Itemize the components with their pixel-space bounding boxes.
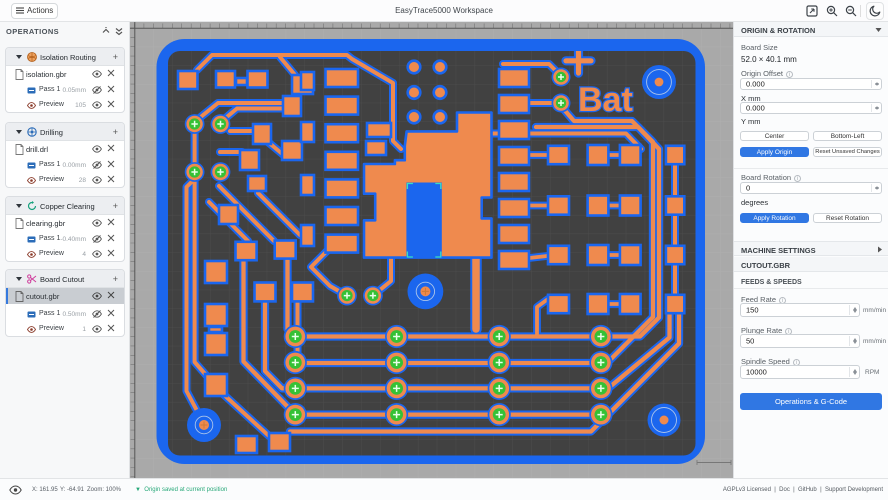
svg-text:Bat: Bat xyxy=(578,81,633,119)
